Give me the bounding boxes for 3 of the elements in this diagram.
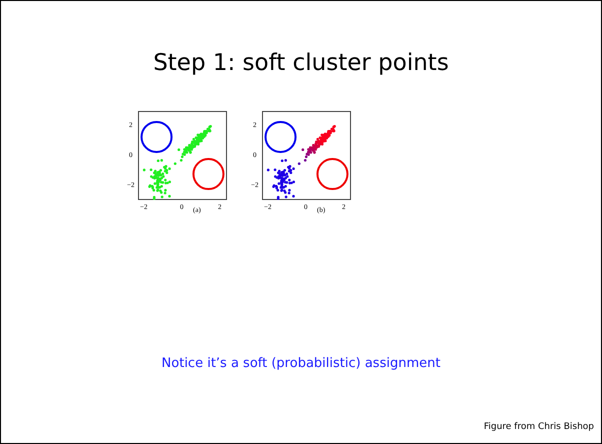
slide-title: Step 1: soft cluster points xyxy=(152,50,450,76)
source-caption: Figure from Chris Bishop xyxy=(484,422,594,432)
note-text: Notice it’s a soft (probabilistic) assignment xyxy=(160,356,442,371)
